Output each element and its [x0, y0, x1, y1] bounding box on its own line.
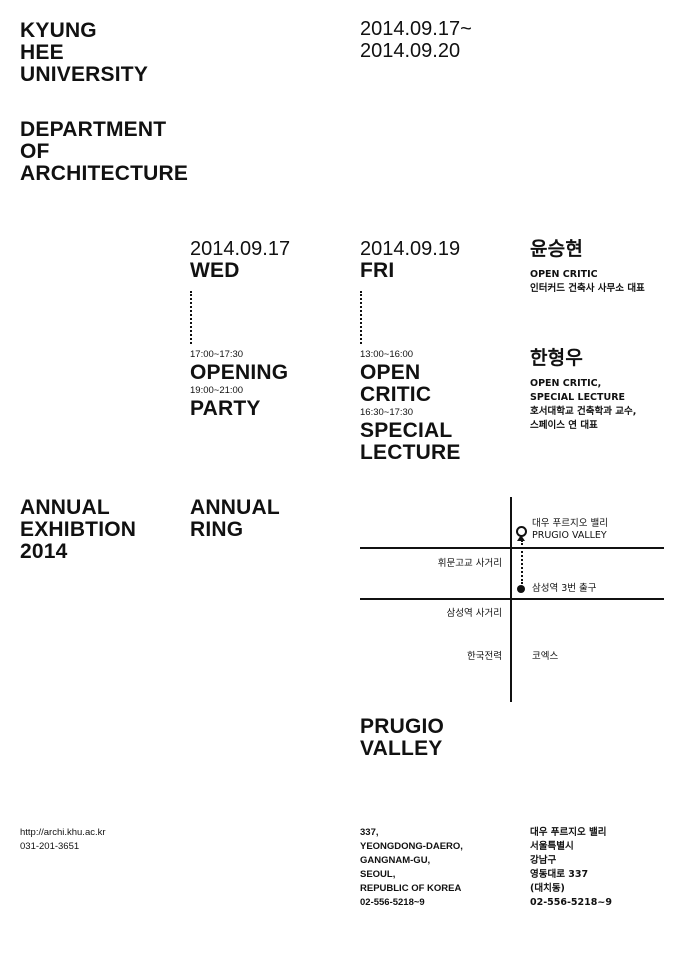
day2-weekday: FRI: [360, 259, 395, 282]
critic-1-name: 윤승현: [530, 238, 584, 260]
university-name: KYUNG HEE UNIVERSITY: [20, 19, 149, 86]
day2-event2-title: SPECIAL LECTURE: [360, 419, 461, 464]
map-label-landmark-left: 한국전력: [467, 651, 502, 662]
arrow-up-icon: [517, 535, 525, 541]
day2-schedule: 13:00~16:00 OPEN CRITIC 16:30~17:30 SPEC…: [360, 348, 461, 464]
map-label-intersection2: 삼성역 사거리: [446, 608, 502, 619]
station-exit-marker-icon: [517, 585, 525, 593]
day1-event2-title: PARTY: [190, 397, 261, 420]
critic-2-affiliation: 호서대학교 건축학과 교수, 스페이스 연 대표: [530, 406, 637, 431]
address-korean: 대우 푸르지오 밸리 서울특별시 강남구 영동대로 337 (대치동) 02-5…: [530, 827, 612, 908]
day2-event1-title: OPEN CRITIC: [360, 361, 432, 406]
critic-1-affiliation: 인터커드 건축사 사무소 대표: [530, 283, 645, 294]
critic-1: 윤승현 OPEN CRITIC 인터커드 건축사 사무소 대표: [530, 238, 645, 296]
map-road-upper: [360, 547, 664, 549]
day2-date: 2014.09.19: [360, 238, 461, 260]
day2-block: 2014.09.19 FRI: [360, 238, 460, 282]
footer-contact: http://archi.khu.ac.kr 031-201-3651: [20, 826, 106, 854]
day1-dotted-line: [190, 291, 192, 344]
day1-weekday: WED: [190, 259, 240, 282]
walking-route-dotted: [521, 540, 523, 584]
map-road-lower: [360, 598, 664, 600]
critic-2-role: OPEN CRITIC, SPECIAL LECTURE: [530, 378, 626, 403]
critic-2-name: 한형우: [530, 347, 584, 369]
phone-number: 031-201-3651: [20, 841, 80, 852]
critic-2: 한형우 OPEN CRITIC, SPECIAL LECTURE 호서대학교 건…: [530, 347, 636, 433]
day2-event1-time: 13:00~16:00: [360, 349, 414, 360]
exhibition-title: ANNUAL EXHIBTION 2014: [20, 496, 137, 563]
day1-event1-time: 17:00~17:30: [190, 349, 244, 360]
day1-event2-time: 19:00~21:00: [190, 385, 244, 396]
website-link[interactable]: http://archi.khu.ac.kr: [20, 827, 106, 838]
location-map: 대우 푸르지오 밸리 PRUGIO VALLEY 휘문고교 사거리 삼성역 3번…: [358, 497, 664, 702]
venue-name: PRUGIO VALLEY: [360, 715, 445, 760]
department-name: DEPARTMENT OF ARCHITECTURE: [20, 118, 189, 185]
critic-1-role: OPEN CRITIC: [530, 269, 598, 280]
map-label-intersection1: 휘문고교 사거리: [437, 558, 502, 569]
exhibition-subtitle: ANNUAL RING: [190, 496, 280, 541]
day2-event2-time: 16:30~17:30: [360, 407, 414, 418]
day1-date: 2014.09.17: [190, 238, 291, 260]
map-label-station-exit: 삼성역 3번 출구: [532, 583, 597, 594]
day1-block: 2014.09.17 WED: [190, 238, 290, 282]
address-english: 337, YEONGDONG-DAERO, GANGNAM-GU, SEOUL,…: [360, 827, 463, 908]
day2-dotted-line: [360, 291, 362, 344]
exhibition-period: 2014.09.17~ 2014.09.20: [360, 18, 472, 62]
map-venue-label: 대우 푸르지오 밸리 PRUGIO VALLEY: [532, 518, 608, 541]
day1-schedule: 17:00~17:30 OPENING 19:00~21:00 PARTY: [190, 348, 288, 420]
day1-event1-title: OPENING: [190, 361, 289, 384]
map-label-landmark-right: 코엑스: [532, 651, 559, 662]
